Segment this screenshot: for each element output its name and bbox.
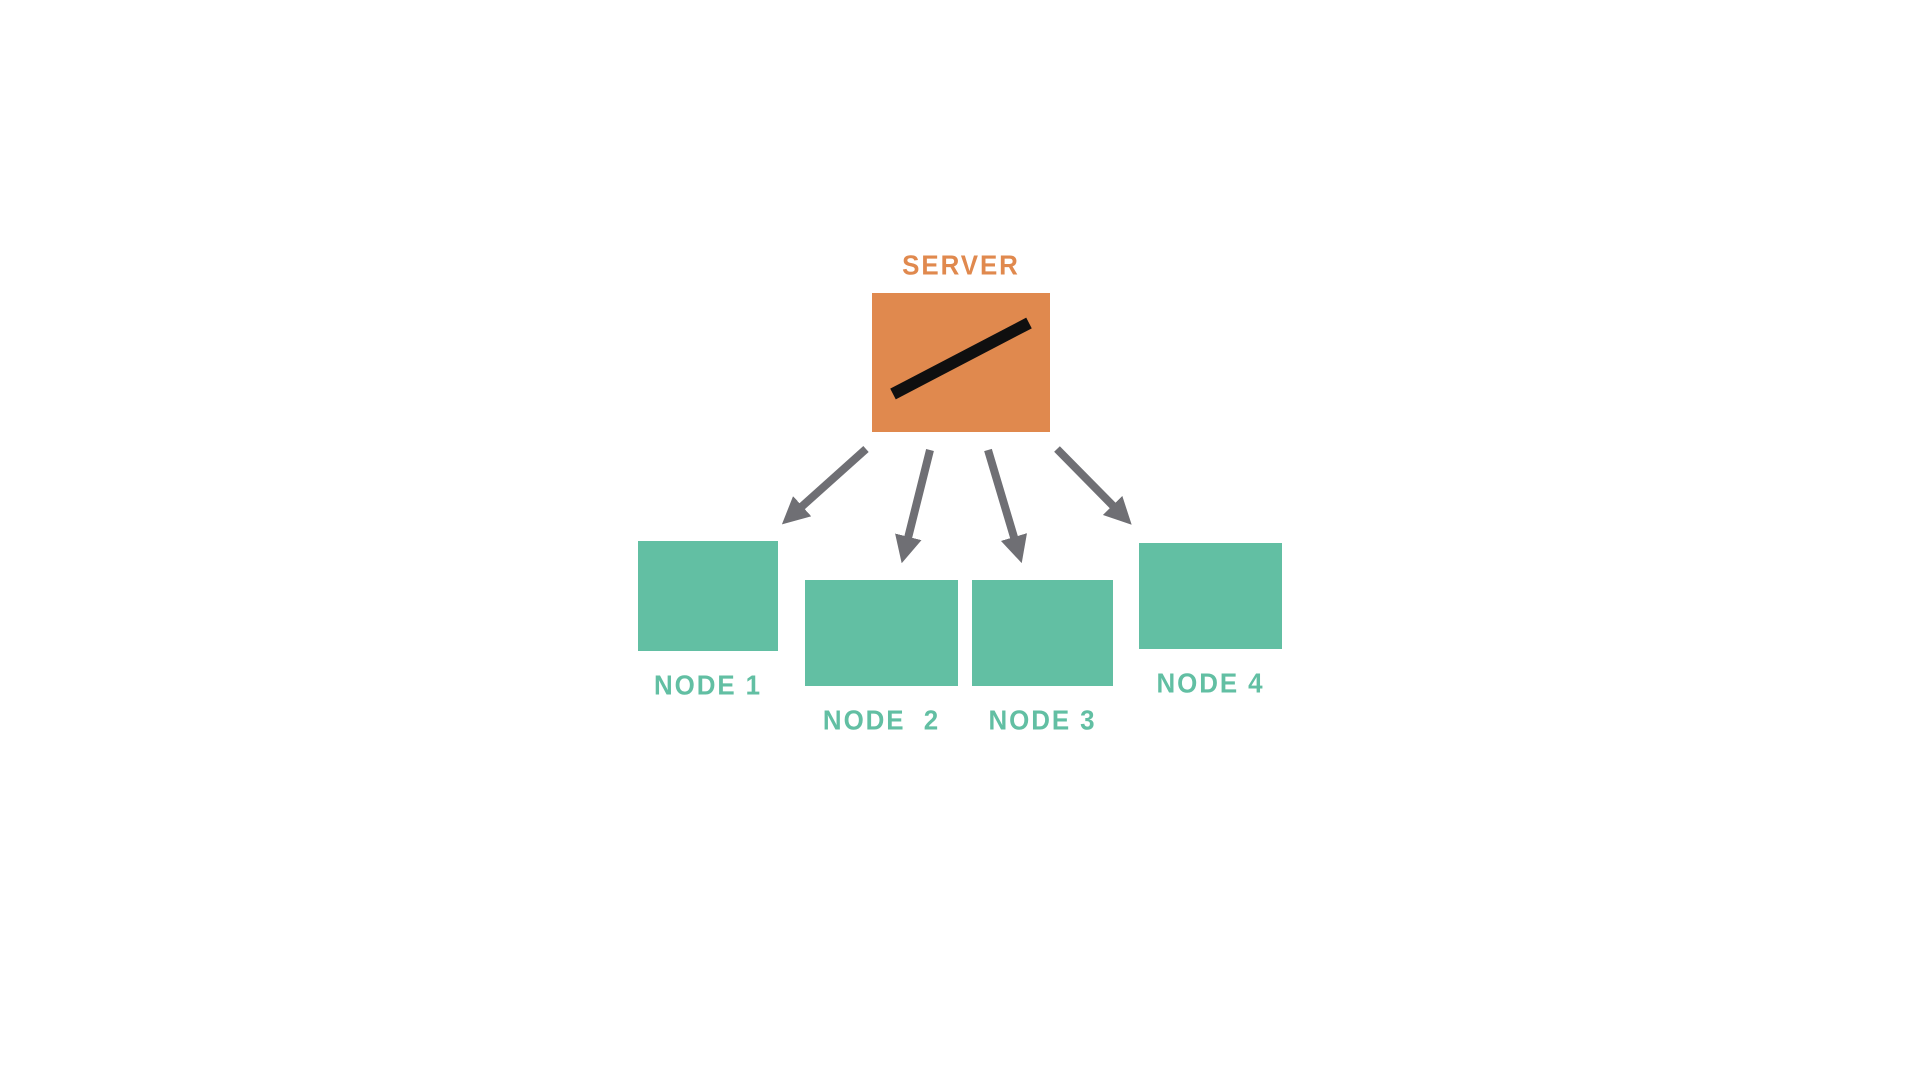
node-3-label: NODE 3 [988,704,1097,736]
node-4: NODE 4 [1139,543,1282,699]
node-4-label: NODE 4 [1156,667,1265,699]
server-box [872,293,1050,432]
node-1-box [638,541,778,651]
diagonal-line-icon [890,317,1032,400]
node-2-label: NODE 2 [822,704,941,736]
node-1: NODE 1 [638,541,778,701]
node-1-label: NODE 1 [653,669,763,701]
node-2-box [805,580,958,686]
arrow-server-to-node4 [1054,446,1132,525]
arrow-server-to-node3 [984,448,1027,564]
node-3-box [972,580,1113,686]
arrow-server-to-node1 [781,446,869,525]
server-label: SERVER [902,249,1020,281]
arrow-server-to-node2 [895,449,934,564]
node-3: NODE 3 [972,580,1113,736]
node-2: NODE 2 [805,580,958,736]
node-4-box [1139,543,1282,649]
